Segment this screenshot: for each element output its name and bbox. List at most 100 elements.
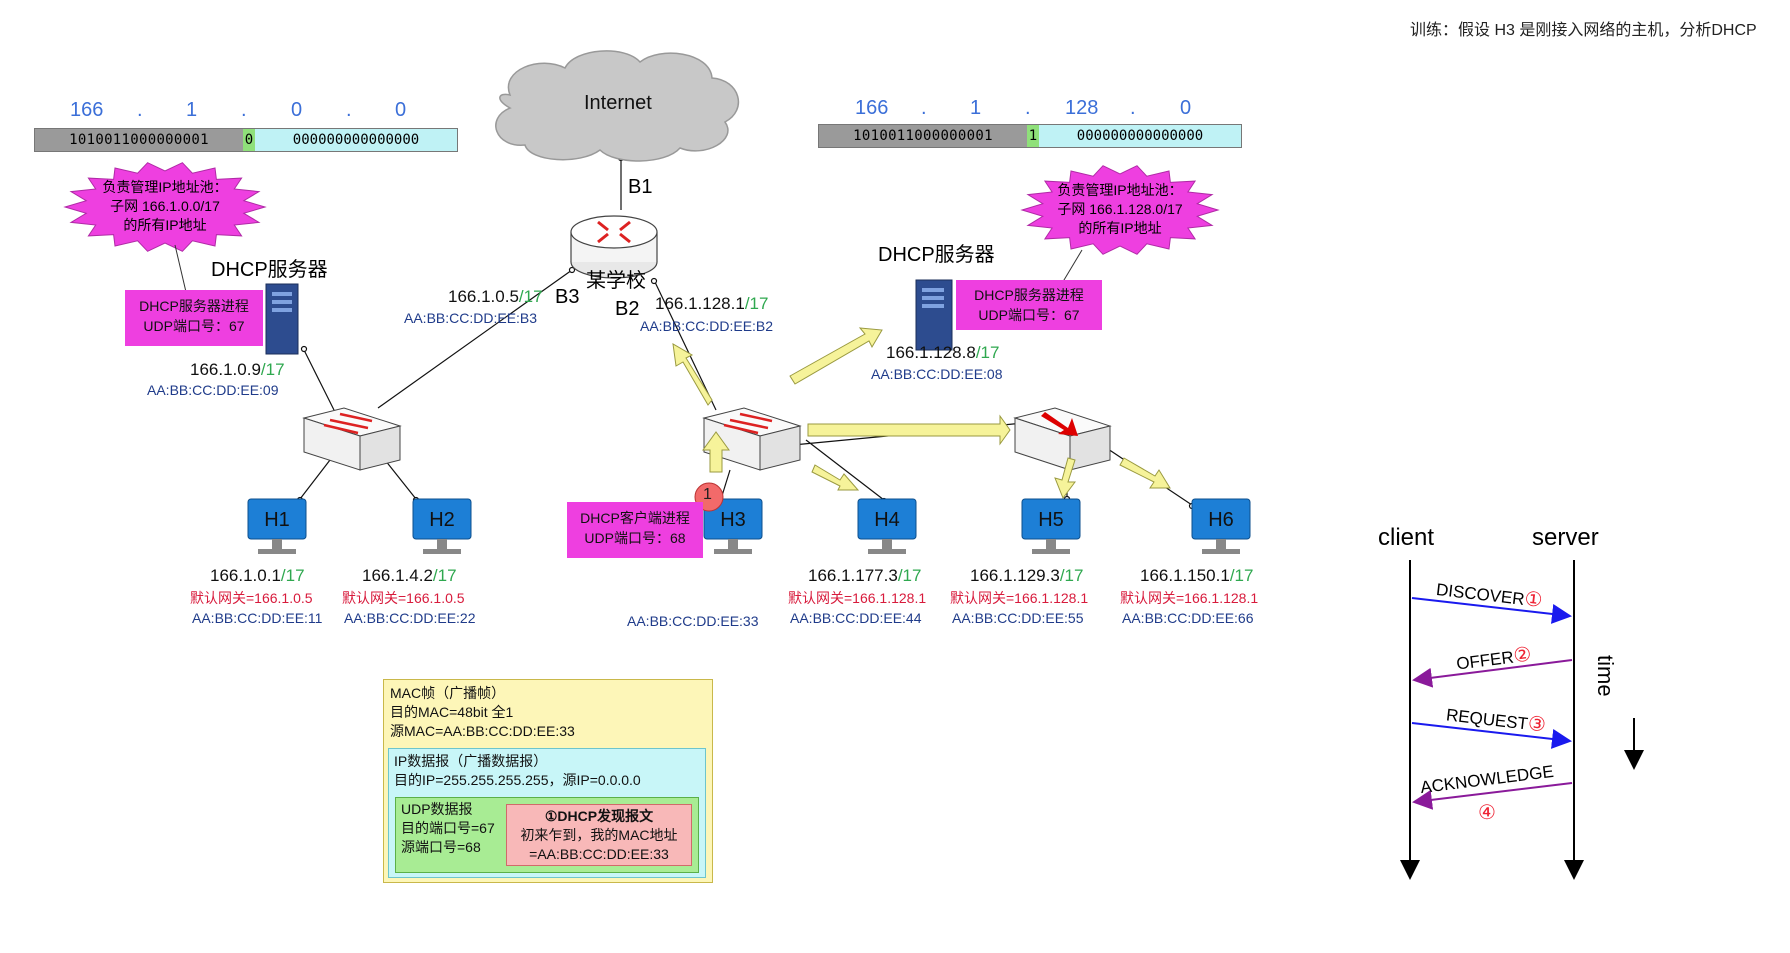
monitor-icon — [247, 498, 307, 554]
ip-title: IP数据报（广播数据报） — [394, 753, 548, 769]
right-ip-pool-starburst — [1020, 165, 1220, 255]
mac-frame-title: MAC帧（广播帧） — [390, 685, 506, 701]
process-name: DHCP服务器进程 — [974, 287, 1084, 303]
left-server-mac: AA:BB:CC:DD:EE:09 — [147, 382, 279, 398]
host-name: H3 — [720, 509, 746, 531]
host-mac: AA:BB:CC:DD:EE:44 — [790, 610, 922, 626]
left-ip-pool-starburst — [63, 162, 267, 252]
octet: 0 — [1180, 97, 1192, 119]
switch-left-icon — [302, 407, 402, 471]
host-gateway: 默认网关=166.1.128.1 — [1120, 590, 1259, 606]
monitor-icon — [1021, 498, 1081, 554]
ip-addrs: 目的IP=255.255.255.255，源IP=0.0.0.0 — [394, 772, 641, 788]
host-ip: 166.1.129.3/17 — [970, 566, 1084, 585]
host-gateway: 默认网关=166.1.128.1 — [788, 590, 927, 606]
internet-label: Internet — [584, 92, 652, 114]
b2-ip: 166.1.128.1/17 — [655, 294, 769, 313]
process-name: DHCP服务器进程 — [139, 298, 249, 314]
right-server-mac: AA:BB:CC:DD:EE:08 — [871, 366, 1003, 382]
client-process-box: DHCP客户端进程 UDP端口号：68 — [567, 502, 703, 558]
host-name: H5 — [1038, 509, 1064, 531]
left-bit-string: 1010011000000001 0 000000000000000 — [34, 128, 458, 152]
b3-mac: AA:BB:CC:DD:EE:B3 — [404, 310, 538, 326]
monitor-icon — [412, 498, 472, 554]
left-server-process-box: DHCP服务器进程 UDP端口号：67 — [125, 290, 263, 346]
router-label: 某学校 — [586, 270, 646, 292]
router-icon — [570, 215, 658, 279]
host-mac: AA:BB:CC:DD:EE:55 — [952, 610, 1084, 626]
host-ip: 166.1.177.3/17 — [808, 566, 922, 585]
host-mac: AA:BB:CC:DD:EE:33 — [627, 613, 759, 629]
port-b1-label: B1 — [628, 176, 653, 198]
octet: 166 — [855, 97, 889, 119]
switch-right-icon — [1013, 407, 1112, 471]
star-line: 的所有IP地址 — [1078, 220, 1162, 236]
udp-datagram-box: UDP数据报 目的端口号=67 源端口号=68 ①DHCP发现报文 初来乍到，我… — [395, 797, 699, 873]
octet: 128 — [1065, 97, 1099, 119]
dhcp-server-right-icon — [915, 279, 953, 351]
monitor-icon — [703, 498, 763, 554]
acknowledge-arrow — [1412, 782, 1573, 810]
b3-ip: 166.1.0.5/17 — [448, 287, 543, 306]
subnet-bit: 1 — [1027, 125, 1039, 147]
host-mac: AA:BB:CC:DD:EE:11 — [192, 610, 323, 626]
mac-frame-dst: 目的MAC=48bit 全1 — [390, 704, 514, 720]
acknowledge-num: ④ — [1478, 802, 1496, 824]
network-bits: 1010011000000001 — [819, 125, 1027, 147]
client-label: client — [1378, 524, 1435, 551]
octet: 0 — [395, 99, 407, 121]
subnet-bit: 0 — [243, 129, 255, 151]
host-name: H4 — [874, 509, 900, 531]
octet: 1 — [186, 99, 198, 121]
server-label: server — [1532, 524, 1599, 551]
host-ip: 166.1.4.2/17 — [362, 566, 457, 585]
octet-dot: . — [137, 99, 143, 121]
monitor-icon — [857, 498, 917, 554]
b2-mac: AA:BB:CC:DD:EE:B2 — [640, 318, 774, 334]
host-name: H6 — [1208, 509, 1234, 531]
port-b2-label: B2 — [615, 298, 640, 320]
host-gateway: 默认网关=166.1.0.5 — [190, 590, 313, 606]
host-gateway: 默认网关=166.1.128.1 — [950, 590, 1089, 606]
ip-datagram-box: IP数据报（广播数据报） 目的IP=255.255.255.255，源IP=0.… — [388, 748, 706, 878]
right-bit-string: 1010011000000001 1 000000000000000 — [818, 124, 1242, 148]
octet: 166 — [70, 99, 104, 121]
host-name: H2 — [429, 509, 455, 531]
host-mac: AA:BB:CC:DD:EE:22 — [344, 610, 476, 626]
udp-title: UDP数据报 — [401, 801, 473, 817]
octet: 1 — [970, 97, 982, 119]
host-gateway: 默认网关=166.1.0.5 — [342, 590, 465, 606]
left-star-text: 负责管理IP地址池： 子网 166.1.0.0/17 的所有IP地址 — [80, 178, 250, 235]
octet-dot: . — [346, 99, 352, 121]
offer-arrow — [1412, 659, 1573, 688]
monitor-icon — [1191, 498, 1251, 554]
left-server-ip: 166.1.0.9/17 — [190, 360, 285, 379]
switch-middle-icon — [702, 407, 802, 471]
left-callout-line — [174, 244, 187, 293]
host-monitors — [247, 498, 1251, 554]
dhcp-message-title: ①DHCP发现报文 — [544, 808, 654, 824]
star-line: 子网 166.1.0.0/17 — [110, 198, 220, 214]
octet-dot: . — [921, 97, 927, 119]
udp-src: 源端口号=68 — [401, 839, 481, 855]
host-ip: 166.1.150.1/17 — [1140, 566, 1254, 585]
mac-frame-box: MAC帧（广播帧） 目的MAC=48bit 全1 源MAC=AA:BB:CC:D… — [383, 679, 713, 883]
dhcp-server-left-icon — [265, 283, 299, 355]
right-dhcp-server-title: DHCP服务器 — [878, 244, 995, 266]
host-name: H1 — [264, 509, 290, 531]
dhcp-message-line2: =AA:BB:CC:DD:EE:33 — [529, 846, 669, 862]
process-port: UDP端口号：67 — [978, 307, 1080, 323]
star-line: 负责管理IP地址池： — [1057, 182, 1183, 198]
host-ip: 166.1.0.1/17 — [210, 566, 305, 585]
exercise-prompt: 训练：假设 H3 是刚接入网络的主机，分析DHCP — [1410, 22, 1757, 39]
port-b3-label: B3 — [555, 286, 580, 308]
star-line: 负责管理IP地址池： — [102, 179, 228, 195]
host-bits: 000000000000000 — [1039, 125, 1241, 147]
right-server-process-box: DHCP服务器进程 UDP端口号：67 — [956, 280, 1102, 330]
host-bits: 000000000000000 — [255, 129, 457, 151]
octet-dot: . — [1130, 97, 1136, 119]
network-links — [299, 160, 1193, 506]
dhcp-message-line1: 初来乍到，我的MAC地址 — [520, 827, 678, 843]
broadcast-flow-arrows — [672, 327, 1171, 500]
